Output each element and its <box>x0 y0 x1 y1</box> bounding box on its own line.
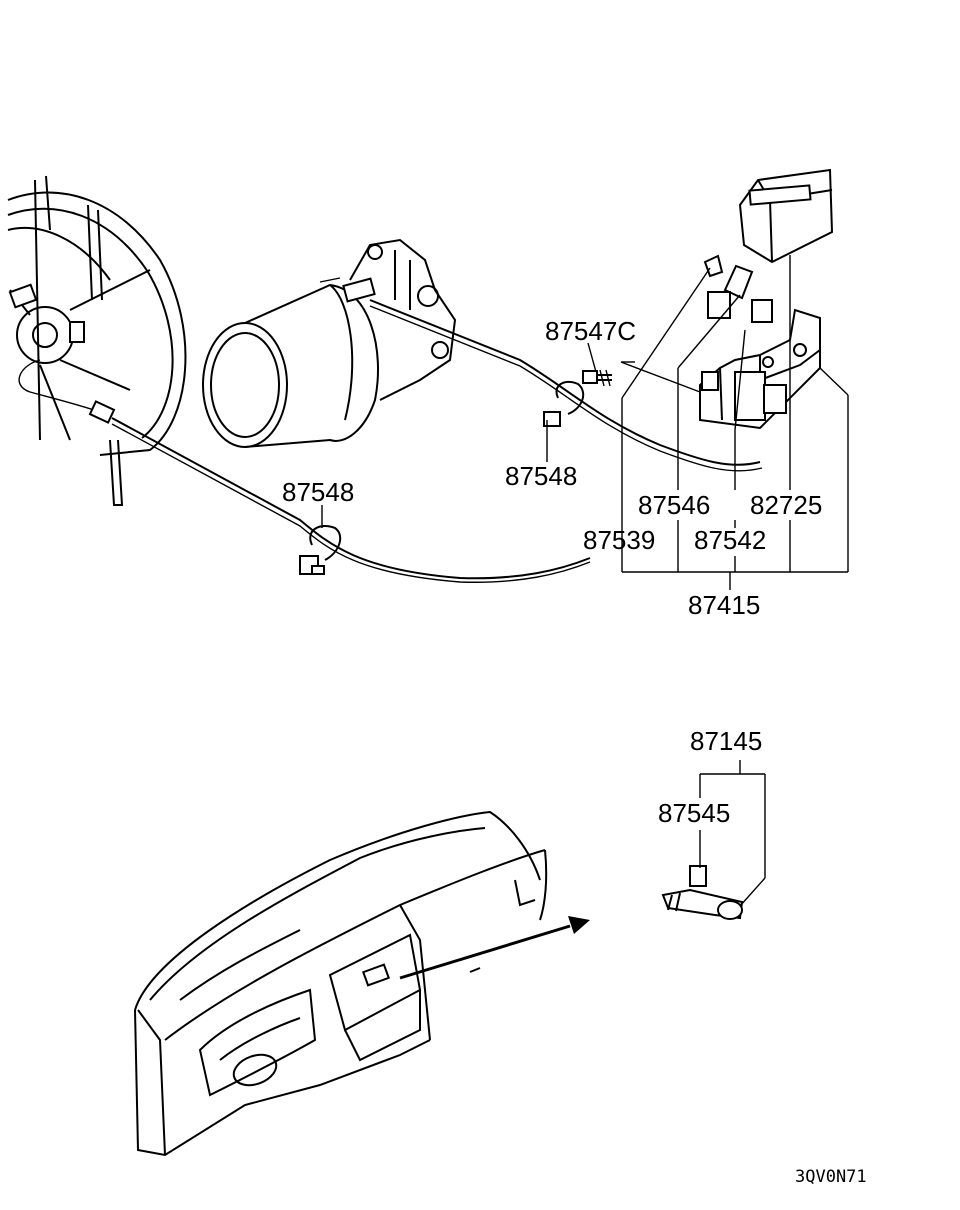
label-87542: 87542 <box>694 525 766 555</box>
label-82725: 82725 <box>750 490 822 520</box>
wiring-harness <box>111 299 763 583</box>
ac-compressor-illustration <box>202 238 457 448</box>
leader-lines-upper <box>321 255 849 590</box>
dashboard-illustration <box>134 810 548 1157</box>
relay-bracket-assembly <box>699 168 834 430</box>
location-arrow <box>399 916 590 980</box>
label-87547C: 87547C <box>545 316 636 346</box>
fan-shroud-illustration <box>7 175 187 506</box>
harness-clamp-upper <box>543 380 585 427</box>
label-87548-left: 87548 <box>282 477 354 507</box>
bolt-87547C <box>582 369 612 387</box>
leader-lines-lower <box>699 760 766 907</box>
drawing-code: 3QV0N71 <box>795 1167 867 1187</box>
label-87145: 87145 <box>690 726 762 756</box>
label-87415: 87415 <box>688 590 760 620</box>
label-87548-upper: 87548 <box>505 461 577 491</box>
label-87545: 87545 <box>658 798 730 828</box>
harness-clamp-left <box>299 525 342 575</box>
label-87539: 87539 <box>583 525 655 555</box>
ac-switch-illustration <box>661 865 744 920</box>
label-87546: 87546 <box>638 490 710 520</box>
